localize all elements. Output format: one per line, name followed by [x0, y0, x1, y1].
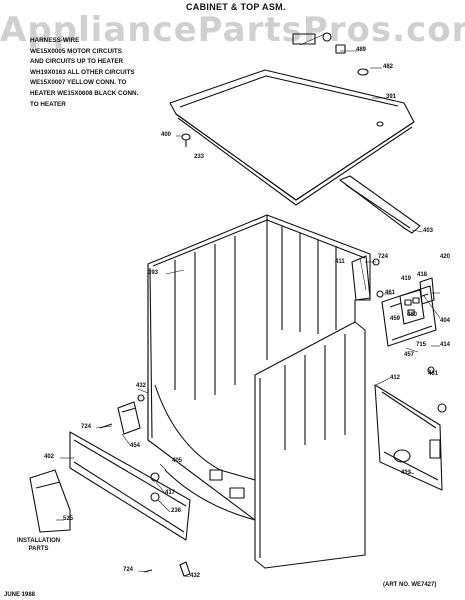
callout-454: 454	[130, 443, 141, 449]
footer-date: JUNE 1988	[4, 592, 36, 598]
callout-432-upper: 432	[136, 383, 147, 389]
harness-notes: HARNESS-WIRE WE15X0005 MOTOR CIRCUITS AN…	[30, 37, 139, 108]
callout-724-left: 724	[81, 424, 92, 430]
installation-parts-label: INSTALLATION PARTS	[17, 538, 61, 552]
callout-411: 411	[335, 259, 345, 265]
callout-418: 418	[417, 272, 428, 278]
right-side-parts	[351, 255, 447, 413]
watermark: AppliancePartsPros.com	[0, 10, 465, 50]
callout-460: 460	[407, 312, 418, 318]
callout-724-top: 724	[378, 254, 389, 260]
callout-419: 419	[401, 276, 412, 282]
callout-404: 404	[440, 318, 451, 324]
callout-724-bottom: 724	[123, 567, 134, 573]
callout-461-lower: 461	[428, 371, 439, 377]
callout-400: 400	[161, 132, 172, 138]
top-hardware	[181, 32, 369, 147]
front-strip	[339, 175, 421, 234]
callout-412: 412	[390, 375, 401, 381]
diagram-title: CABINET & TOP ASM.	[186, 2, 286, 12]
callout-414: 414	[440, 342, 451, 348]
callout-715: 715	[416, 342, 427, 348]
callout-403: 403	[423, 228, 434, 234]
rear-bracket	[374, 384, 443, 491]
callout-432-lower: 432	[190, 573, 201, 579]
callout-417: 417	[165, 490, 176, 496]
callout-457: 457	[404, 352, 415, 358]
callout-525: 525	[63, 516, 74, 522]
callout-413: 413	[401, 470, 412, 476]
callout-405: 405	[172, 458, 183, 464]
callout-391: 391	[386, 94, 397, 100]
leader-lines	[56, 32, 441, 578]
callout-482: 482	[383, 64, 394, 70]
callout-393: 393	[148, 270, 159, 276]
left-parts	[29, 394, 191, 577]
art-number: (ART NO. WE7427)	[383, 582, 437, 588]
callout-233: 233	[194, 154, 205, 160]
callout-489: 489	[356, 47, 367, 53]
callout-461-upper: 461	[385, 290, 396, 296]
callout-402: 402	[44, 454, 55, 460]
cabinet	[147, 214, 371, 569]
callout-459: 459	[390, 316, 401, 322]
top-panel	[169, 69, 415, 206]
callout-420: 420	[440, 254, 451, 260]
callout-236: 236	[171, 508, 182, 514]
